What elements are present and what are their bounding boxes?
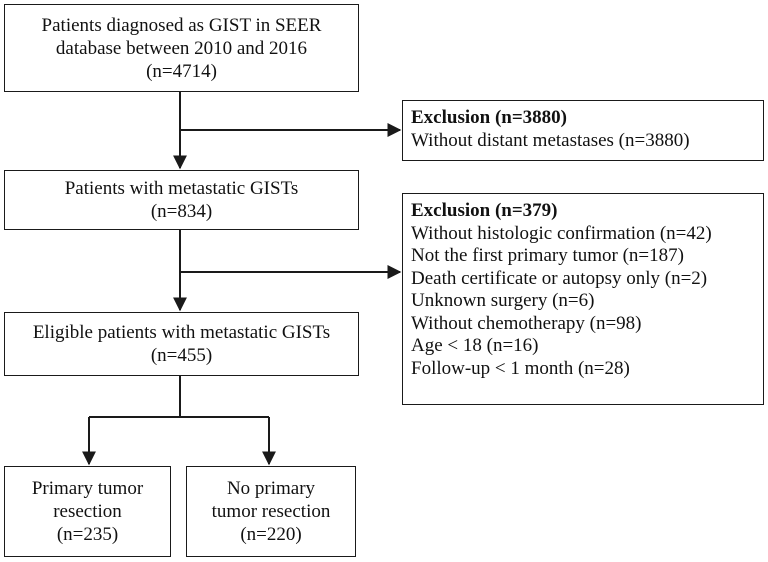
box-line: (n=220) — [240, 524, 302, 545]
box-line: database between 2010 and 2016 — [55, 37, 308, 59]
exclusion-item: Age < 18 (n=16) — [411, 335, 539, 356]
box-patients-diagnosed: Patients diagnosed as GIST in SEER datab… — [4, 4, 359, 92]
exclusion-title: Exclusion (n=379) — [411, 200, 558, 221]
box-line: Patients with metastatic GISTs — [64, 178, 299, 199]
box-line: (n=455) — [150, 345, 213, 366]
exclusion-item: Without histologic confirmation (n=42) — [411, 222, 712, 244]
box-line: Patients diagnosed as GIST in SEER — [41, 14, 322, 36]
exclusion-item: Without chemotherapy (n=98) — [411, 312, 642, 334]
box-primary-tumor-resection: Primary tumor resection (n=235) — [4, 466, 171, 557]
exclusion-item: Follow-up < 1 month (n=28) — [411, 357, 630, 379]
box-metastatic-patients: Patients with metastatic GISTs (n=834) — [4, 170, 359, 230]
exclusion-item: Unknown surgery (n=6) — [411, 290, 595, 311]
box-exclusion-2: Exclusion (n=379) Without histologic con… — [402, 193, 764, 405]
exclusion-item: Without distant metastases (n=3880) — [411, 129, 690, 151]
exclusion-title: Exclusion (n=3880) — [411, 107, 567, 128]
box-line: tumor resection — [211, 501, 331, 522]
box-no-primary-tumor-resection: No primary tumor resection (n=220) — [186, 466, 356, 557]
box-eligible-patients: Eligible patients with metastatic GISTs … — [4, 312, 359, 376]
exclusion-item: Not the first primary tumor (n=187) — [411, 245, 684, 266]
box-line: (n=4714) — [146, 60, 217, 82]
box-line: Primary tumor — [31, 478, 144, 499]
box-line: Eligible patients with metastatic GISTs — [32, 322, 331, 343]
box-line: No primary — [226, 478, 316, 499]
exclusion-item: Death certificate or autopsy only (n=2) — [411, 267, 708, 289]
box-line: (n=834) — [150, 201, 213, 222]
box-exclusion-1: Exclusion (n=3880) Without distant metas… — [402, 100, 764, 161]
box-line: resection — [53, 501, 122, 522]
box-line: (n=235) — [56, 524, 119, 545]
